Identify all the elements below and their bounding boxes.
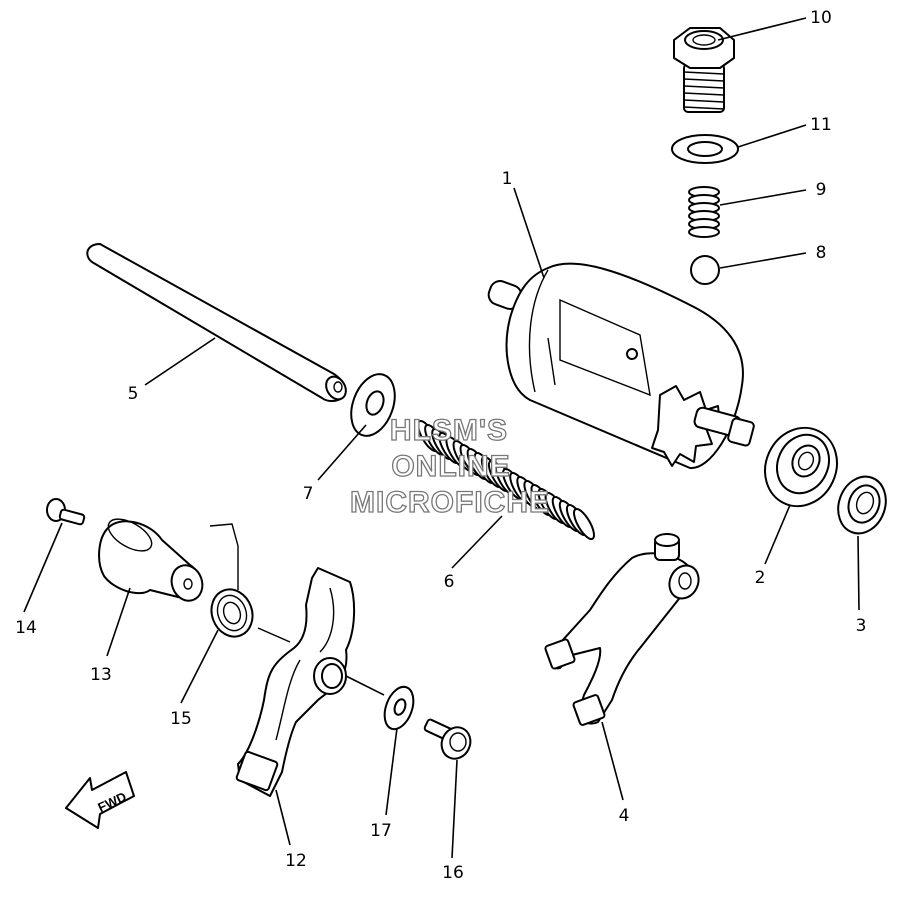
callout-12: 12 bbox=[285, 851, 307, 871]
callout-6: 6 bbox=[444, 572, 455, 592]
callout-13: 13 bbox=[90, 665, 112, 685]
callout-8: 8 bbox=[816, 243, 827, 263]
spring-coil bbox=[573, 507, 595, 541]
part-5-shaft[interactable] bbox=[86, 243, 349, 403]
callout-labels: 1 2 3 4 5 6 7 8 9 10 11 12 13 14 15 16 1… bbox=[15, 8, 866, 883]
callout-16: 16 bbox=[442, 863, 464, 883]
part-16-bolt[interactable] bbox=[423, 718, 476, 764]
leader-lines bbox=[23, 17, 860, 859]
part-7-washer[interactable] bbox=[343, 368, 402, 442]
callout-2: 2 bbox=[755, 568, 766, 588]
part-9-spring[interactable] bbox=[688, 186, 720, 238]
callout-4: 4 bbox=[619, 806, 630, 826]
callout-3: 3 bbox=[856, 616, 867, 636]
part-12-shift-lever[interactable] bbox=[235, 567, 356, 797]
callout-5: 5 bbox=[128, 384, 139, 404]
part-8-ball[interactable] bbox=[690, 255, 720, 285]
watermark-line-2: ONLINE bbox=[391, 450, 510, 483]
callout-7: 7 bbox=[303, 484, 314, 504]
part-6-spring[interactable] bbox=[414, 418, 597, 541]
watermark-line-1: HLSM'S bbox=[390, 414, 508, 447]
part-17-washer[interactable] bbox=[379, 683, 418, 733]
part-2-bearing[interactable] bbox=[752, 416, 849, 518]
watermark-line-3: MICROFICHE bbox=[350, 486, 550, 519]
callout-11: 11 bbox=[810, 115, 832, 135]
part-4-shift-fork[interactable] bbox=[544, 533, 704, 726]
callout-14: 14 bbox=[15, 618, 37, 638]
fwd-direction-arrow: FWD bbox=[65, 771, 135, 829]
part-14-screw[interactable] bbox=[46, 498, 86, 526]
part-1-shift-drum[interactable] bbox=[486, 262, 755, 470]
part-3-seal[interactable] bbox=[830, 470, 893, 540]
part-15-torsion-spring[interactable] bbox=[205, 523, 291, 643]
part-10-bolt[interactable] bbox=[673, 27, 735, 113]
part-11-washer[interactable] bbox=[671, 134, 739, 164]
part-13-collar[interactable] bbox=[98, 513, 207, 605]
watermark: HLSM'S ONLINE MICROFICHE bbox=[349, 413, 550, 519]
callout-1: 1 bbox=[502, 169, 513, 189]
callout-9: 9 bbox=[816, 180, 827, 200]
callout-10: 10 bbox=[810, 8, 832, 28]
callout-15: 15 bbox=[170, 709, 192, 729]
callout-17: 17 bbox=[370, 821, 392, 841]
